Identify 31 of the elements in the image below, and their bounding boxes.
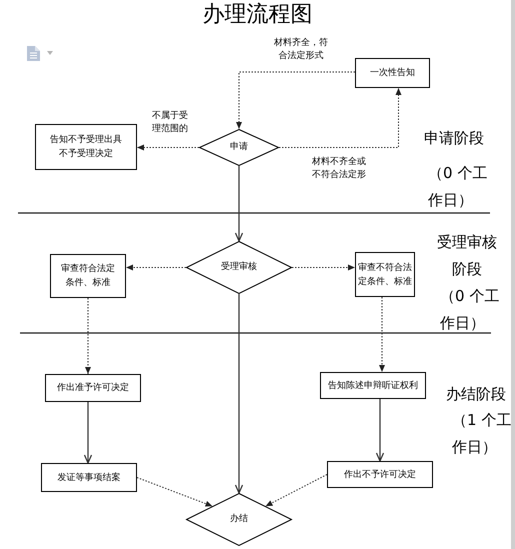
stage-label: 申请阶段: [424, 128, 485, 149]
stage-label: （1 个工作日）: [452, 410, 512, 458]
arrow: [136, 477, 213, 507]
process-box: 发证等事项结案: [41, 463, 137, 492]
process-box: 审查不符合法定条件、标准: [355, 252, 415, 297]
process-box: 作出准予许可决定: [45, 374, 141, 402]
arrow: [85, 298, 91, 374]
arrow: [234, 166, 244, 242]
arrow: [234, 294, 244, 494]
arrow: [265, 474, 328, 507]
arrow: [126, 264, 186, 270]
process-box: 告知陈述申辩听证权利: [320, 372, 426, 399]
title: 办理流程图: [202, 1, 314, 29]
arrow: [292, 264, 356, 270]
stage-label: 受理审核阶段: [436, 232, 498, 280]
arrow: [84, 402, 92, 464]
stage-label: （0 个工作日）: [428, 163, 488, 211]
process-box: 作出不予许可决定: [327, 461, 433, 488]
process-box: 告知不予受理出具不予受理决定: [35, 124, 137, 170]
arrow: [236, 72, 356, 130]
arrow: [136, 144, 200, 150]
decision-diamond: 办结: [186, 493, 292, 546]
arrow: [376, 399, 384, 462]
arrow: [278, 88, 402, 148]
stage-label: 办结阶段: [446, 384, 507, 405]
stage-label: （0 个工作日）: [440, 286, 500, 334]
arrow: [379, 296, 385, 372]
process-box: 审查符合法定条件、标准: [50, 254, 126, 298]
process-box: 一次性告知: [355, 58, 430, 88]
decision-diamond: 受理审核: [186, 241, 292, 294]
decision-diamond: 申请: [199, 129, 279, 166]
